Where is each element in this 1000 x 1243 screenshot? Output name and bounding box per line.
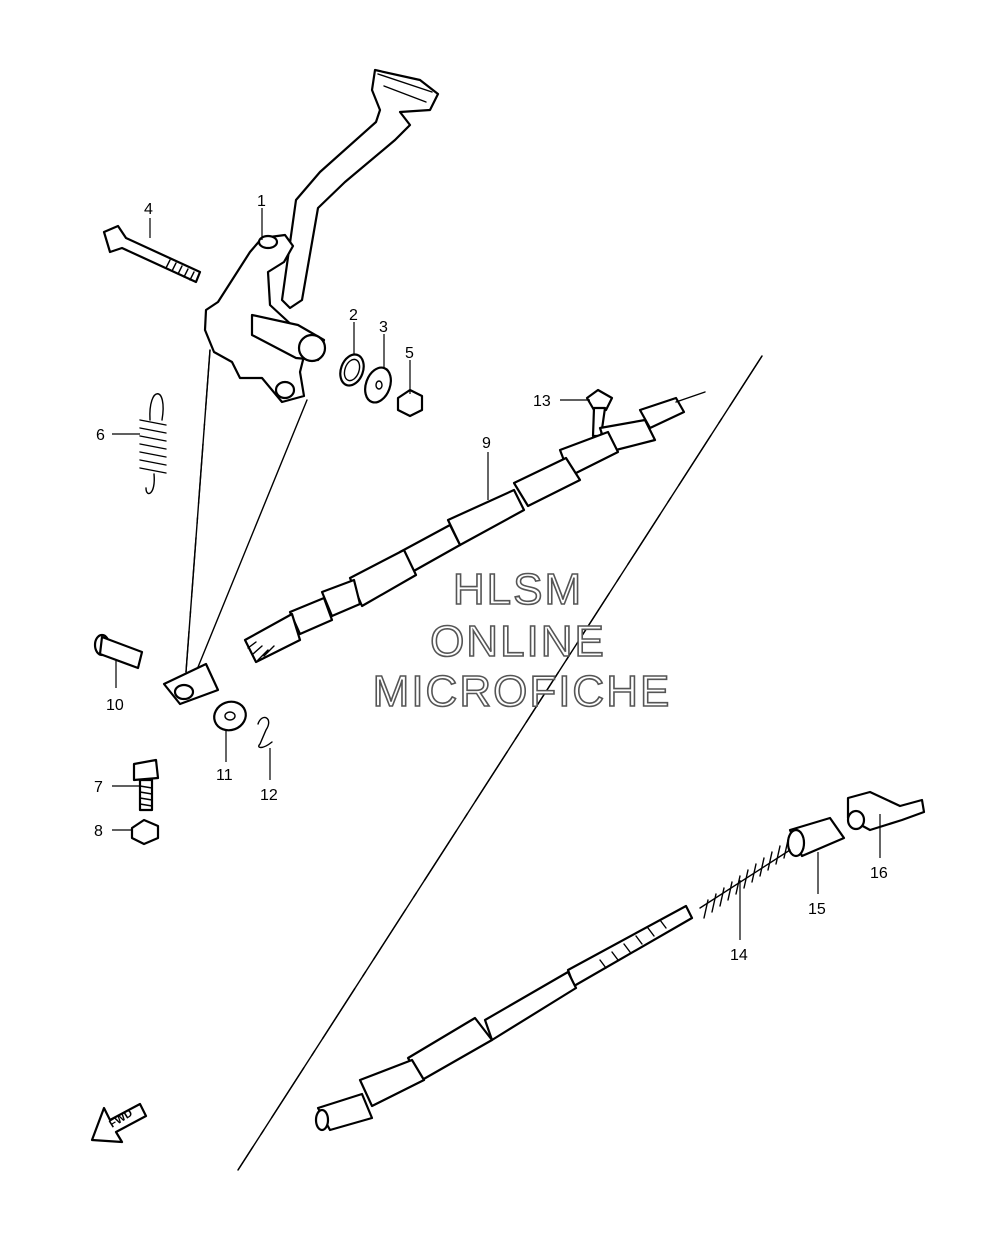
pin-10	[93, 633, 144, 670]
callout-9: 9	[482, 435, 491, 452]
bolt-4	[102, 224, 202, 284]
callout-5: 5	[405, 345, 414, 362]
brake-rod-14	[314, 839, 791, 1132]
spring-6	[139, 393, 167, 495]
bolt-7	[132, 758, 160, 812]
callout-1: 1	[257, 193, 266, 210]
fwd-arrow-icon: FWD	[90, 1102, 148, 1144]
adjuster-15	[786, 816, 846, 858]
callout-7: 7	[94, 779, 103, 796]
washer-3	[364, 366, 392, 404]
o-ring-2	[339, 353, 365, 387]
callout-15: 15	[808, 901, 826, 918]
callout-4: 4	[144, 201, 153, 218]
callout-13: 13	[533, 393, 551, 410]
assembly-outline	[185, 349, 763, 1171]
watermark-line-1: HLSM	[453, 565, 583, 614]
clip-12	[257, 716, 273, 749]
callout-6: 6	[96, 427, 105, 444]
brake-pedal	[203, 68, 440, 404]
nut-8	[130, 818, 160, 846]
callout-8: 8	[94, 823, 103, 840]
callout-2: 2	[349, 307, 358, 324]
leader-lines	[112, 208, 881, 940]
washer-11	[213, 700, 247, 732]
callout-14: 14	[730, 947, 748, 964]
callout-11: 11	[216, 767, 233, 784]
watermark-line-3: MICROFICHE	[373, 667, 672, 716]
callout-12: 12	[260, 787, 278, 804]
pivot-16	[846, 790, 926, 832]
callout-3: 3	[379, 319, 388, 336]
watermark-line-2: ONLINE	[430, 617, 606, 666]
watermark: HLSM ONLINE MICROFICHE	[372, 564, 672, 717]
callout-labels: 1 2 3 4 5 6 7 8 9 10 11 12 13 14 15 16	[94, 193, 888, 964]
callout-10: 10	[106, 697, 124, 714]
brake-cable-9	[162, 391, 706, 706]
callout-16: 16	[870, 865, 888, 882]
